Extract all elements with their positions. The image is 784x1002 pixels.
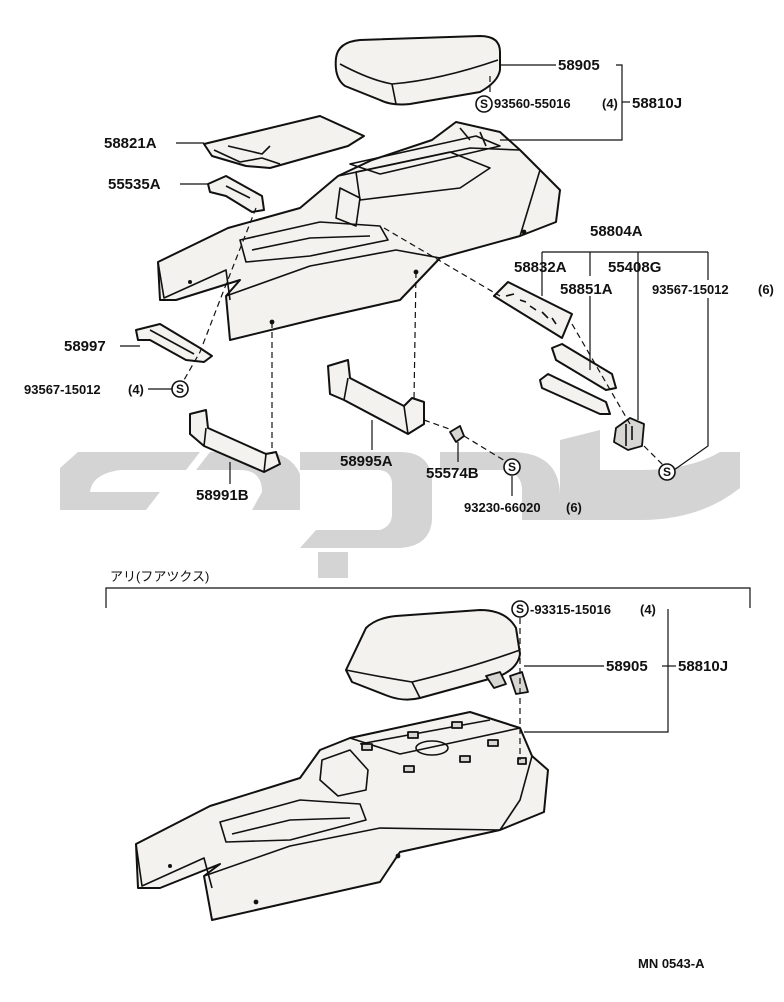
label-55574B: 55574B — [426, 465, 479, 482]
label-58821A: 58821A — [104, 135, 157, 152]
cover-plate-58821A — [203, 115, 365, 169]
watermark-logo — [60, 430, 740, 578]
label-58991B: 58991B — [196, 487, 249, 504]
console-body-bottom — [135, 711, 549, 921]
svg-text:S: S — [516, 602, 524, 616]
leader-lines-bottom — [524, 609, 676, 733]
label-58804A: 58804A — [590, 223, 643, 240]
svg-text:S: S — [176, 382, 184, 396]
label-58997: 58997 — [64, 338, 106, 355]
switch-55408G — [613, 417, 645, 451]
label-55535A: 55535A — [108, 176, 161, 193]
variant-bracket-line — [105, 587, 751, 608]
panel-58832A — [493, 281, 573, 339]
svg-text:S: S — [480, 97, 488, 111]
label-93567-15012-right: 93567-15012 — [652, 282, 729, 297]
label-58995A: 58995A — [340, 453, 393, 470]
armrest-lid-58905 — [334, 35, 501, 106]
screw-symbol-93567-right: S — [658, 463, 676, 481]
label-58832A: 58832A — [514, 259, 567, 276]
label-93560-qty: (4) — [602, 96, 618, 111]
label-93567-left-qty: (4) — [128, 382, 144, 397]
label-58810J: 58810J — [632, 95, 682, 112]
screw-symbol-93560: S — [475, 95, 493, 113]
assembly-lines-top — [183, 76, 665, 467]
label-93315-qty: (4) — [640, 602, 656, 617]
bracket-58851A — [539, 343, 617, 415]
bracket-58997 — [135, 323, 213, 363]
screw-symbol-93567-left: S — [171, 380, 189, 398]
screw-symbol-93230: S — [503, 458, 521, 476]
screw-symbol-93315: S — [511, 600, 529, 618]
label-58905-variant: 58905 — [606, 658, 648, 675]
bracket-55535A — [207, 175, 265, 213]
label-93567-right-qty: (6) — [758, 282, 774, 297]
bracket-58991B — [189, 409, 281, 473]
variant-header: アリ(フアツクス) — [110, 569, 209, 584]
clip-55574B — [449, 425, 465, 443]
label-93567-15012-left: 93567-15012 — [24, 382, 101, 397]
label-93230-66020: 93230-66020 — [464, 500, 541, 515]
label-58905: 58905 — [558, 57, 600, 74]
label-58851A: 58851A — [560, 281, 613, 298]
armrest-lid-58905-variant — [345, 609, 529, 701]
console-body-top — [157, 121, 561, 341]
label-55408G: 55408G — [608, 259, 661, 276]
leader-lines-top — [120, 64, 709, 496]
svg-text:S: S — [663, 465, 671, 479]
label-58810J-variant: 58810J — [678, 658, 728, 675]
bracket-58995A — [327, 359, 425, 435]
svg-text:S: S — [508, 460, 516, 474]
drawing-code: MN 0543-A — [638, 956, 705, 971]
label-93560-55016: 93560-55016 — [494, 96, 571, 111]
label-93230-qty: (6) — [566, 500, 582, 515]
label-93315-15016: -93315-15016 — [530, 602, 611, 617]
